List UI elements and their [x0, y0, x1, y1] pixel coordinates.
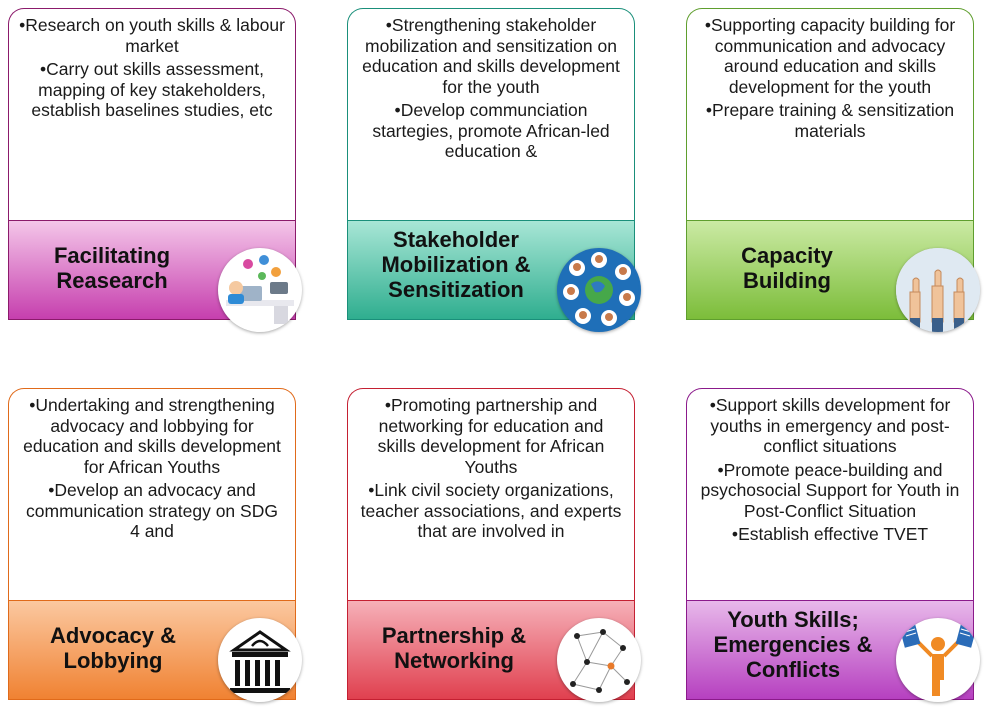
bullet-item: Carry out skills assessment, mapping of … — [19, 59, 285, 121]
card-description-box: Support skills development for youths in… — [686, 388, 974, 600]
bullet-list: Promoting partnership and networking for… — [348, 389, 634, 542]
card-description-box: Undertaking and strengthening advocacy a… — [8, 388, 296, 600]
bullet-list: Strengthening stakeholder mobilization a… — [348, 9, 634, 162]
thumbs-up-icon — [896, 248, 980, 332]
people-network-icon — [557, 618, 641, 702]
bullet-item: Strengthening stakeholder mobilization a… — [358, 15, 624, 97]
card-description-box: Research on youth skills & labour market… — [8, 8, 296, 220]
bullet-item: Develop an advocacy and communication st… — [19, 480, 285, 542]
card-description-box: Strengthening stakeholder mobilization a… — [347, 8, 635, 220]
office-work-icon — [218, 248, 302, 332]
card-description-box: Supporting capacity building for communi… — [686, 8, 974, 220]
card-title: Capacity Building — [741, 243, 833, 293]
card-title: Stakeholder Mobilization & Sensitization — [381, 227, 531, 302]
card-title: Advocacy & Lobbying — [50, 623, 176, 673]
card-title: Partnership & Networking — [381, 623, 527, 673]
bullet-list: Support skills development for youths in… — [687, 389, 973, 545]
bullet-item: Prepare training & sensitization materia… — [697, 100, 963, 141]
bullet-item: Develop communciation startegies, promot… — [358, 100, 624, 162]
global-people-network-icon — [557, 248, 641, 332]
bullet-item: Establish effective TVET — [697, 524, 963, 545]
bullet-item: Research on youth skills & labour market — [19, 15, 285, 56]
bullet-item: Promote peace-building and psychosocial … — [697, 460, 963, 522]
card-title: Youth Skills; Emergencies & Conflicts — [713, 607, 873, 682]
bullet-list: Undertaking and strengthening advocacy a… — [9, 389, 295, 542]
person-with-documents-icon — [896, 618, 980, 702]
bullet-list: Supporting capacity building for communi… — [687, 9, 973, 141]
bullet-item: Undertaking and strengthening advocacy a… — [19, 395, 285, 477]
parliament-building-icon — [218, 618, 302, 702]
bullet-item: Link civil society organizations, teache… — [358, 480, 624, 542]
bullet-item: Supporting capacity building for communi… — [697, 15, 963, 97]
card-title: Facilitating Reasearch — [53, 243, 171, 293]
bullet-item: Support skills development for youths in… — [697, 395, 963, 457]
bullet-list: Research on youth skills & labour market… — [9, 9, 295, 121]
card-description-box: Promoting partnership and networking for… — [347, 388, 635, 600]
bullet-item: Promoting partnership and networking for… — [358, 395, 624, 477]
